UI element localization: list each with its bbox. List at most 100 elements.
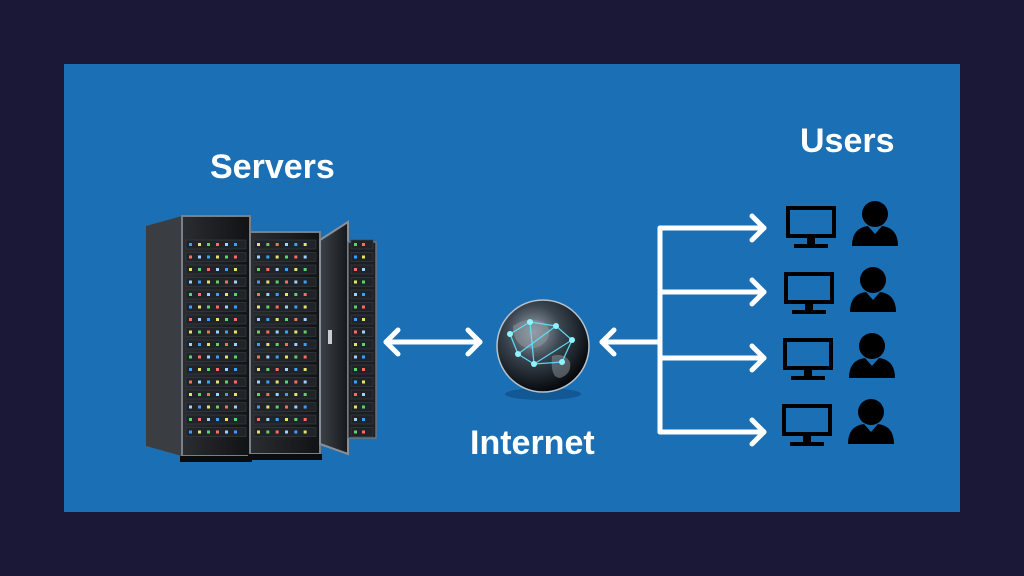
rack-led	[266, 243, 270, 246]
rack-led	[234, 418, 237, 421]
rack-led	[294, 355, 298, 359]
user-rows	[782, 201, 898, 446]
rack-led	[285, 430, 288, 434]
rack-led	[266, 405, 270, 409]
rack-led	[216, 405, 219, 409]
rack-led	[225, 268, 228, 271]
rack-led	[198, 405, 201, 409]
rack-led	[362, 343, 365, 346]
users-label: Users	[800, 122, 895, 160]
diagram-panel: Servers Users Internet	[64, 64, 960, 512]
rack-led	[234, 330, 237, 334]
rack-led	[216, 293, 219, 296]
rack-led	[275, 255, 279, 259]
rack-led	[234, 293, 237, 296]
person-icon	[849, 333, 895, 378]
rack-led	[362, 368, 365, 371]
rack-led	[303, 318, 307, 321]
rack-led	[257, 330, 260, 334]
rack-led	[207, 318, 210, 321]
rack-led	[257, 255, 260, 259]
rack-led	[257, 418, 260, 421]
rack-led	[189, 318, 192, 321]
rack-led	[266, 318, 270, 321]
rack-led	[294, 305, 298, 309]
rack-led	[303, 405, 307, 409]
rack-led	[189, 330, 192, 334]
rack-led	[275, 280, 279, 284]
rack-led	[362, 393, 365, 396]
rack-led	[354, 430, 357, 434]
rack-led	[285, 255, 288, 259]
rack-led	[234, 305, 237, 309]
person-icon	[852, 201, 898, 246]
rack-led	[225, 405, 228, 409]
rack-led	[285, 305, 288, 309]
user-row	[782, 399, 894, 446]
rack-led	[189, 355, 192, 359]
rack-led	[189, 243, 192, 246]
user-branch-lines	[657, 213, 767, 447]
rack-led	[198, 418, 201, 421]
rack-led	[189, 293, 192, 296]
rack-led	[303, 393, 307, 396]
rack-led	[198, 380, 201, 384]
rack-led	[198, 305, 201, 309]
rack-led	[285, 393, 288, 396]
rack-led	[303, 430, 307, 434]
rack-led	[189, 305, 192, 309]
rack-led	[189, 430, 192, 434]
rack-led	[354, 380, 357, 384]
rack-led	[294, 268, 298, 271]
diagram-canvas	[146, 201, 898, 462]
rack-led	[275, 305, 279, 309]
rack-led	[303, 380, 307, 384]
rack-led	[207, 418, 210, 421]
internet-inbound-arrow	[599, 327, 663, 357]
rack-led	[303, 368, 307, 371]
rack-led	[303, 255, 307, 259]
rack-led	[207, 430, 210, 434]
rack-led	[225, 368, 228, 371]
rack-led	[207, 255, 210, 259]
rack-led	[257, 430, 260, 434]
rack-led	[198, 368, 201, 371]
rack-led	[207, 305, 210, 309]
rack-led	[257, 305, 260, 309]
rack-led	[225, 380, 228, 384]
rack-led	[216, 418, 219, 421]
rack-led	[234, 405, 237, 409]
rack-led	[354, 368, 357, 371]
rack-led	[189, 405, 192, 409]
rack-led	[216, 430, 219, 434]
rack-led	[234, 255, 237, 259]
rack-led	[198, 255, 201, 259]
rack-led	[189, 393, 192, 396]
rack-led	[275, 355, 279, 359]
rack-led	[362, 330, 365, 334]
rack-led	[189, 380, 192, 384]
rack-led	[189, 368, 192, 371]
rack-led	[198, 355, 201, 359]
rack-led	[294, 405, 298, 409]
server-internet-double-arrow	[383, 327, 483, 357]
rack-led	[216, 318, 219, 321]
rack-led	[275, 343, 279, 346]
rack-led	[303, 243, 307, 246]
rack-led	[275, 393, 279, 396]
rack-led	[275, 430, 279, 434]
monitor-icon	[784, 272, 834, 314]
rack-led	[285, 405, 288, 409]
rack-led	[198, 318, 201, 321]
rack-led	[285, 418, 288, 421]
rack-led	[225, 280, 228, 284]
rack-led	[225, 330, 228, 334]
rack-led	[207, 268, 210, 271]
rack-led	[285, 293, 288, 296]
server-rack-icon	[146, 215, 377, 462]
rack-led	[257, 268, 260, 271]
rack-led	[285, 330, 288, 334]
rack-led	[266, 280, 270, 284]
rack-led	[207, 343, 210, 346]
rack-led	[225, 343, 228, 346]
